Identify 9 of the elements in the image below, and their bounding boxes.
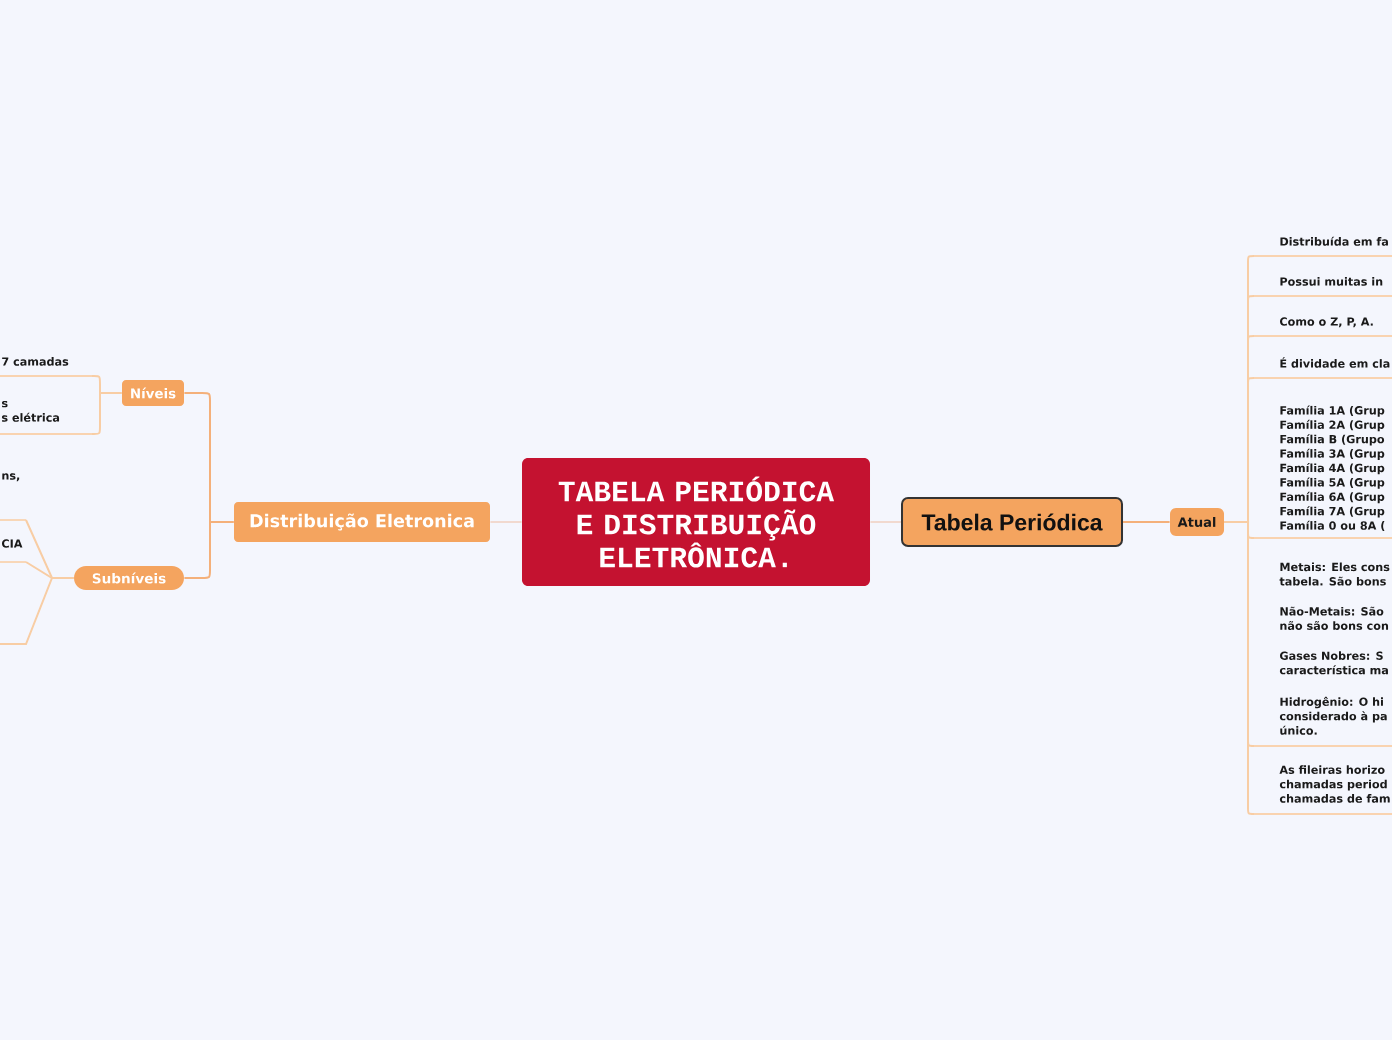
connector-line [489, 521, 523, 523]
connector-line [0, 577, 75, 645]
connector-line [91, 392, 123, 435]
connector-line [1122, 521, 1171, 523]
topic-box: Tabela Periódica [901, 497, 1123, 547]
connector-line [1223, 521, 1255, 815]
subtopic-box: Distribuição Eletronica [234, 502, 490, 542]
title-box: TABELA PERIÓDICA E DISTRIBUIÇÃO ELETRÔNICA. [522, 458, 870, 586]
connector-line [869, 521, 902, 523]
